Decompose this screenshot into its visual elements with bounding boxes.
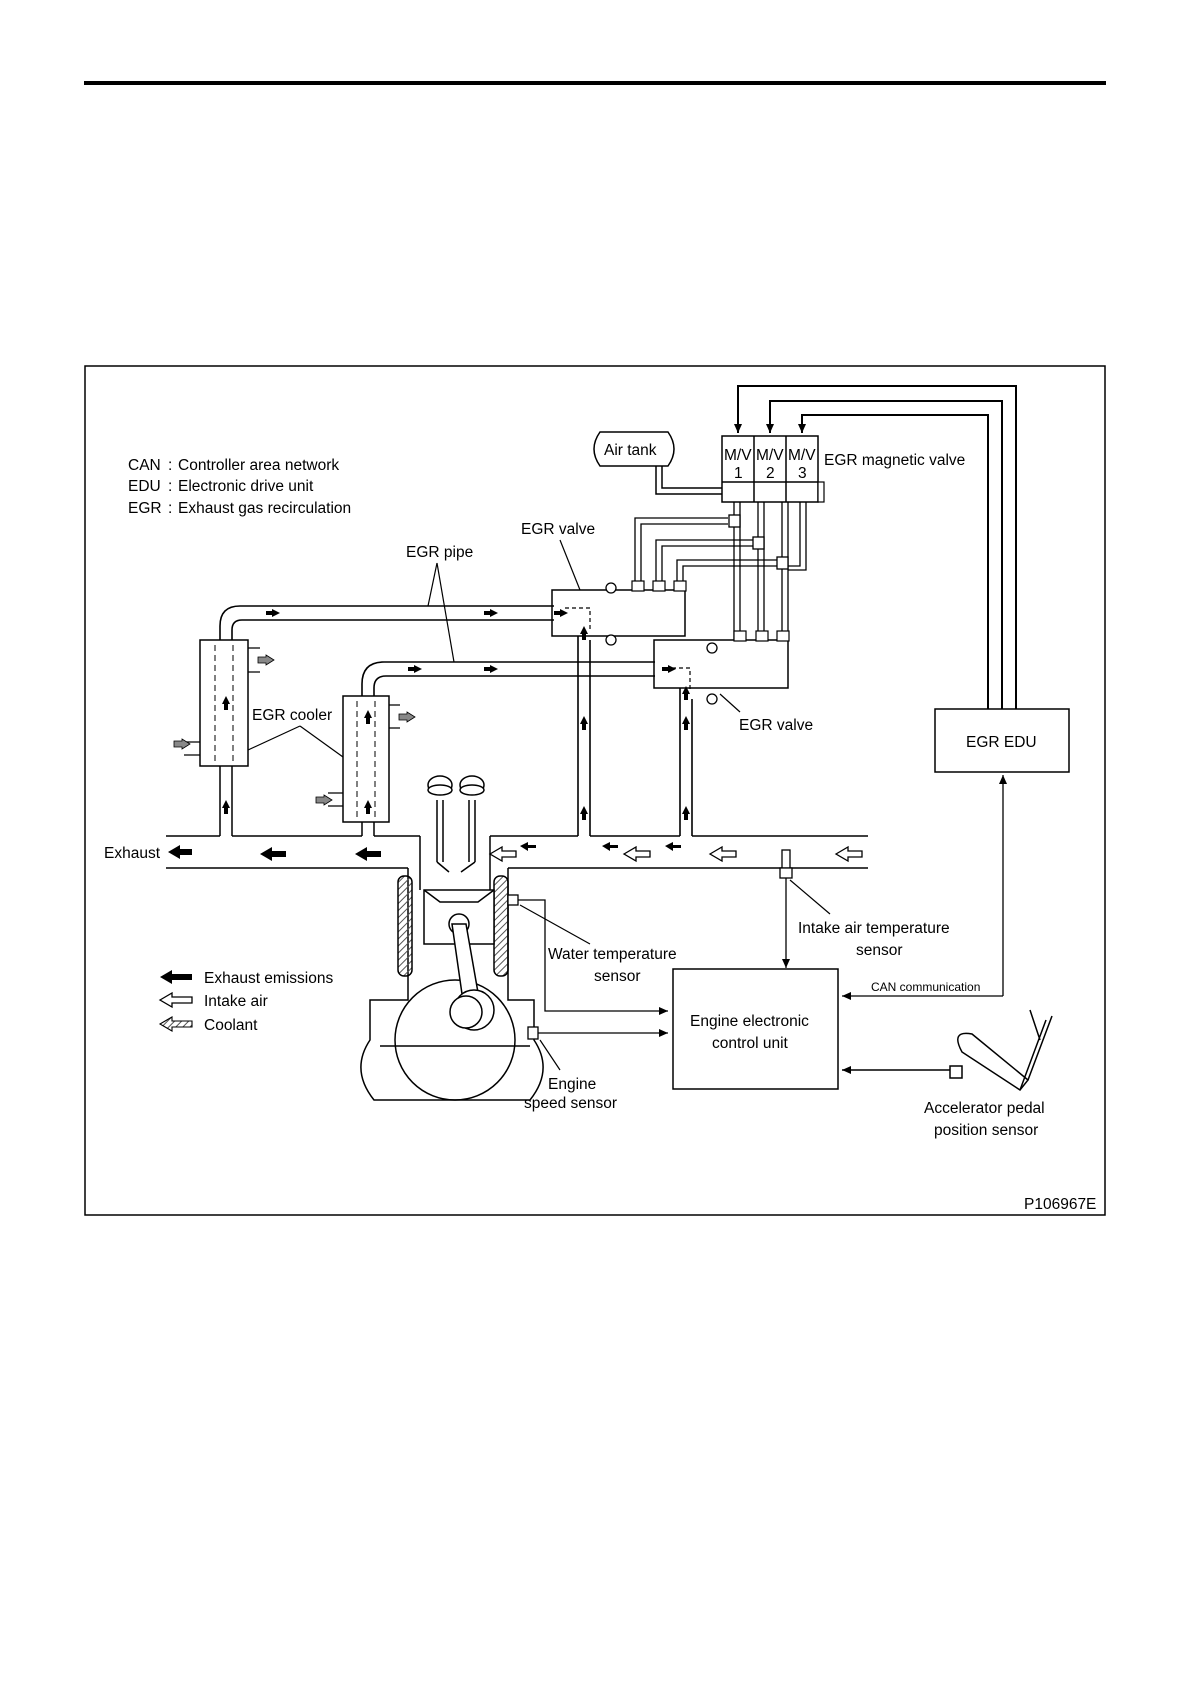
egr-cooler-left xyxy=(184,639,260,836)
legend: Exhaust emissions Intake air Coolant xyxy=(158,970,333,1034)
intake-flow-arrows xyxy=(488,845,863,863)
egr-edu: EGR EDU xyxy=(934,708,1070,773)
pedal-sensor-label-1: Accelerator pedal xyxy=(924,1100,1045,1117)
egr-valve-upper-label: EGR valve xyxy=(521,521,595,538)
speed-sensor-label-2: speed sensor xyxy=(524,1095,617,1112)
exhaust-arrow xyxy=(260,847,286,861)
abbr-egr-colon: : xyxy=(168,500,172,517)
egr-valve-lower: EGR valve xyxy=(653,630,813,734)
exhaust-arrow xyxy=(602,842,618,851)
exhaust-flow-arrows xyxy=(168,609,690,861)
coolant-flow-arrows xyxy=(173,654,416,806)
engine-speed-sensor: Engine speed sensor xyxy=(524,1026,668,1112)
mv2-label: M/V xyxy=(756,447,784,464)
mv3-label: M/V xyxy=(788,447,816,464)
egr-valve-upper: EGR valve xyxy=(521,521,687,646)
egr-flow-arrow xyxy=(682,716,690,730)
accelerator-pedal xyxy=(842,1009,1053,1092)
intake-air-temperature-sensor: Intake air temperature sensor xyxy=(779,849,950,968)
egr-flow-arrow xyxy=(222,696,230,710)
exhaust-arrow xyxy=(665,842,681,851)
egr-flow-arrow xyxy=(662,665,676,673)
engine-control-unit: Engine electronic control unit xyxy=(672,968,839,1090)
egr-flow-arrow xyxy=(484,609,498,617)
intake-arrow xyxy=(488,845,517,863)
water-sensor-label-1: Water temperature xyxy=(548,946,677,963)
egr-cooler-label: EGR cooler xyxy=(252,707,332,724)
coolant-arrow xyxy=(257,654,275,666)
exhaust-arrow xyxy=(168,845,192,859)
abbr-can: CAN xyxy=(128,457,161,474)
abbreviation-list: CAN : Controller area network EDU : Elec… xyxy=(128,457,351,517)
water-sensor-label-2: sensor xyxy=(594,968,641,985)
egr-magnetic-valve: M/V 1 M/V 2 M/V 3 EGR magnetic valve xyxy=(721,435,965,503)
air-tank: Air tank xyxy=(593,431,722,495)
figure-id: P106967E xyxy=(1024,1196,1096,1213)
abbr-edu: EDU xyxy=(128,478,161,495)
egr-flow-arrow xyxy=(266,609,280,617)
legend-intake-label: Intake air xyxy=(204,993,268,1010)
egr-pipe-label: EGR pipe xyxy=(406,544,473,561)
legend-exhaust-label: Exhaust emissions xyxy=(204,970,333,987)
egr-flow-arrow xyxy=(682,806,690,820)
egr-cooler-right xyxy=(328,695,400,836)
air-tank-label: Air tank xyxy=(604,442,657,459)
egr-flow-arrow xyxy=(222,800,230,814)
intake-arrow xyxy=(622,845,651,863)
legend-coolant-label: Coolant xyxy=(204,1017,258,1034)
coolant-arrow xyxy=(315,794,333,806)
egr-flow-arrow xyxy=(580,806,588,820)
intake-arrow xyxy=(834,845,863,863)
egr-pipes xyxy=(219,605,693,836)
egr-flow-arrow xyxy=(580,626,588,640)
legend-exhaust-icon xyxy=(160,970,192,984)
abbr-egr: EGR xyxy=(128,500,162,517)
engine xyxy=(360,775,544,1101)
intake-sensor-label-2: sensor xyxy=(856,942,903,959)
can-communication-link xyxy=(842,775,1007,1000)
egr-flow-arrow xyxy=(580,716,588,730)
egr-flow-arrow xyxy=(364,710,372,724)
abbr-edu-colon: : xyxy=(168,478,172,495)
exhaust-arrow xyxy=(520,842,536,851)
edu-signal-wires xyxy=(734,385,1017,709)
abbr-can-meaning: Controller area network xyxy=(178,457,339,474)
egr-magnetic-valve-label: EGR magnetic valve xyxy=(824,452,965,469)
air-lines xyxy=(634,502,807,640)
mv3-number: 3 xyxy=(798,465,807,482)
intake-arrow xyxy=(708,845,737,863)
egr-flow-arrow xyxy=(484,665,498,673)
can-comm-label: CAN communication xyxy=(871,980,980,994)
manifold-lines xyxy=(166,835,868,869)
egr-valve-lower-label: EGR valve xyxy=(739,717,813,734)
egr-flow-arrow xyxy=(554,609,568,617)
pedal-sensor-label-2: position sensor xyxy=(934,1122,1038,1139)
coolant-arrow xyxy=(398,711,416,723)
speed-sensor-label-1: Engine xyxy=(548,1076,596,1093)
coolant-arrow xyxy=(173,738,191,750)
intake-sensor-label-1: Intake air temperature xyxy=(798,920,950,937)
abbr-egr-meaning: Exhaust gas recirculation xyxy=(178,500,351,517)
egr-edu-label: EGR EDU xyxy=(966,734,1037,751)
mv2-number: 2 xyxy=(766,465,775,482)
figure-frame xyxy=(84,365,1106,1216)
header-rule xyxy=(84,81,1106,85)
ecu-label-2: control unit xyxy=(712,1035,789,1052)
egr-flow-arrow xyxy=(364,800,372,814)
mv1-label: M/V xyxy=(724,447,752,464)
egr-flow-arrow xyxy=(408,665,422,673)
water-temperature-sensor: Water temperature sensor xyxy=(507,894,677,1015)
abbr-can-colon: : xyxy=(168,457,172,474)
mv1-number: 1 xyxy=(734,465,743,482)
legend-coolant-icon xyxy=(158,1016,193,1032)
exhaust-label: Exhaust xyxy=(104,845,161,862)
legend-intake-icon xyxy=(158,991,193,1009)
egr-flow-arrow xyxy=(682,686,690,700)
exhaust-arrow xyxy=(355,847,381,861)
ecu-label-1: Engine electronic xyxy=(690,1013,809,1030)
abbr-edu-meaning: Electronic drive unit xyxy=(178,478,314,495)
